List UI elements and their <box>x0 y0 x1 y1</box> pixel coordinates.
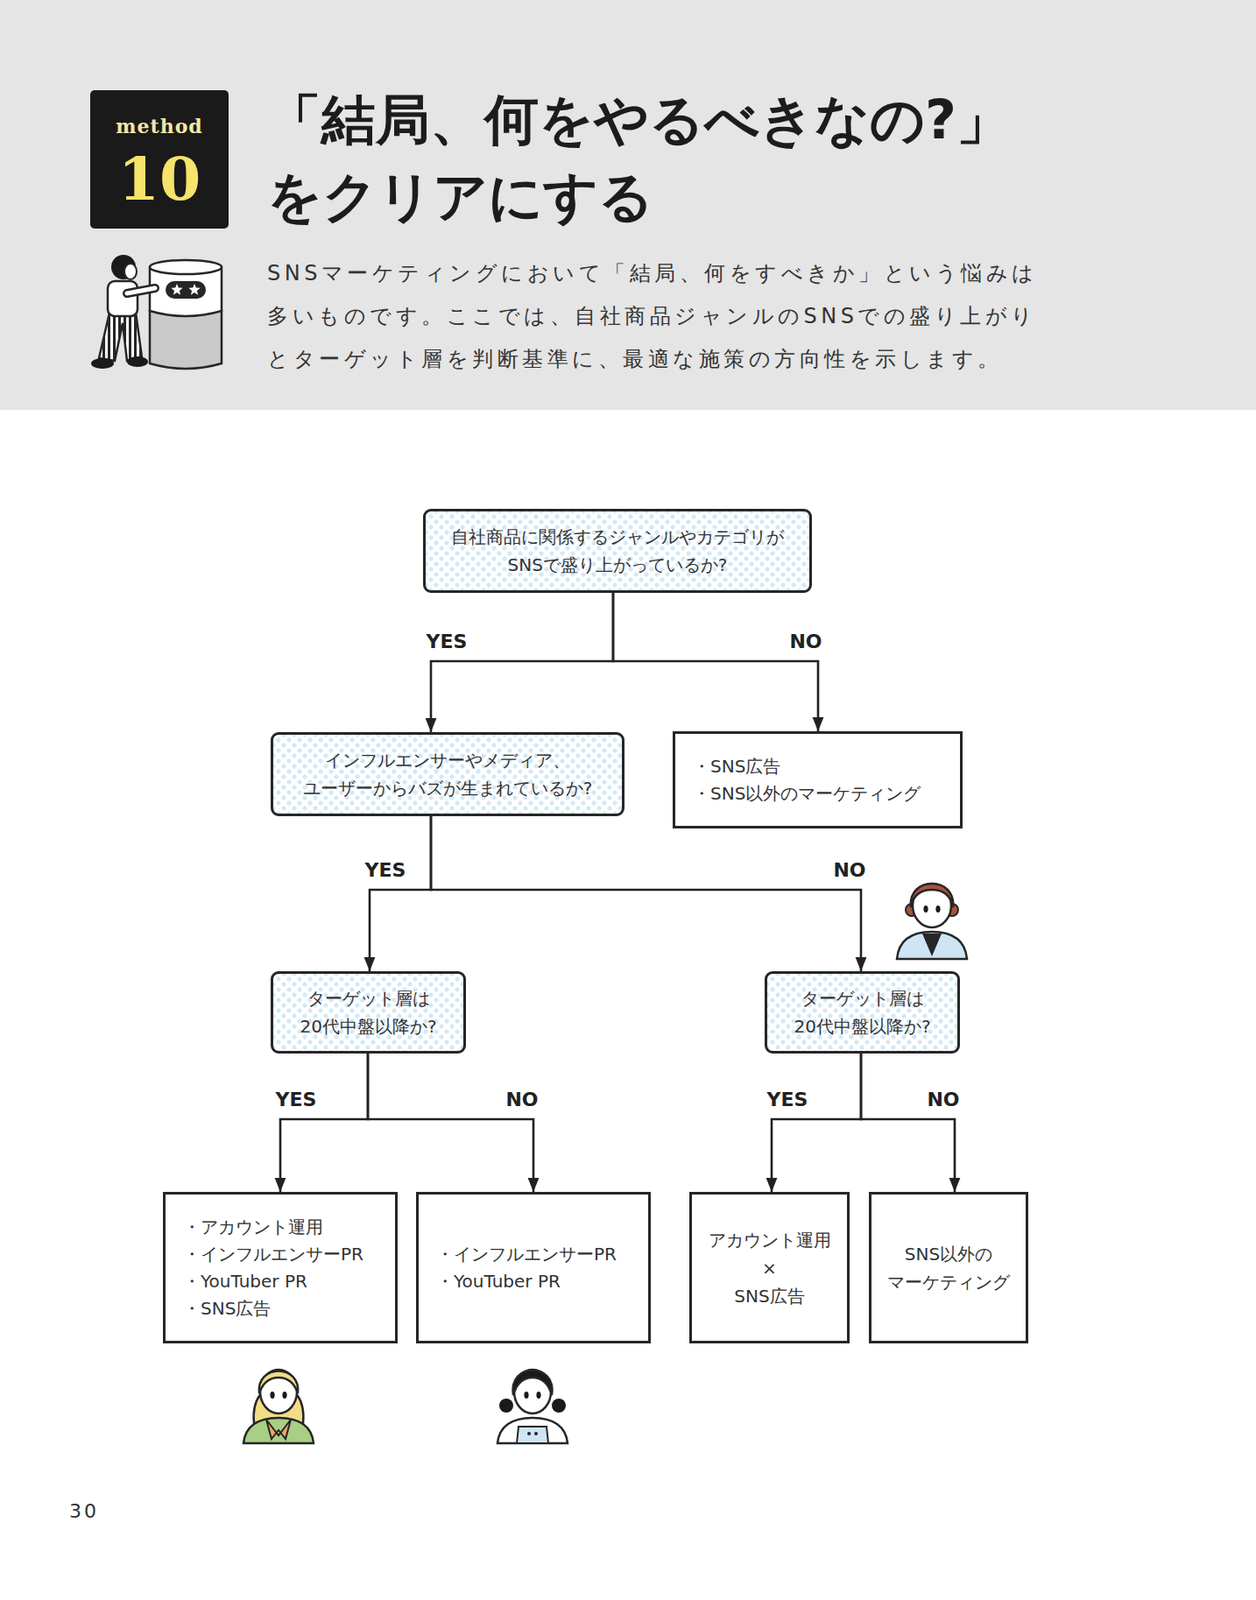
person-illustration-part <box>497 1418 568 1444</box>
result-box: ・アカウント運用・インフルエンサーPR・YouTuber PR・SNS広告 <box>162 1192 398 1344</box>
result-box: ・インフルエンサーPR・YouTuber PR <box>416 1192 651 1344</box>
person-illustration-part <box>269 1391 275 1399</box>
person-illustration-part <box>259 1371 298 1395</box>
flow-arrow <box>430 816 861 972</box>
list-item: ・YouTuber PR <box>436 1268 561 1296</box>
person-illustration-part <box>534 1432 538 1436</box>
person-illustration <box>896 883 967 960</box>
list-item: ・アカウント運用 <box>183 1213 324 1242</box>
decision-box: 自社商品に関係するジャンルやカテゴリが SNSで盛り上がっているか? <box>423 508 812 593</box>
branch-label: YES <box>767 1088 809 1112</box>
drum-pusher-illustration-part <box>107 281 138 317</box>
header-band <box>0 0 1256 410</box>
person-illustration-part <box>896 931 967 960</box>
branch-label: YES <box>275 1088 318 1112</box>
person-illustration-part <box>243 1418 314 1444</box>
result-box: ・SNS広告・SNS以外のマーケティング <box>672 731 963 829</box>
list-item: ・YouTuber PR <box>183 1268 308 1296</box>
branch-label: YES <box>365 859 407 883</box>
person-illustration-part <box>282 1391 287 1399</box>
node-text: ターゲット層は 20代中盤以降か? <box>280 984 457 1041</box>
person-illustration <box>243 1369 314 1444</box>
flow-arrow <box>369 816 431 972</box>
node-text: SNS以外の マーケティング <box>878 1240 1019 1297</box>
person-illustration-part <box>536 1391 541 1399</box>
person-illustration-part <box>513 1370 553 1397</box>
drum-pusher-illustration-part <box>149 310 222 369</box>
person-illustration-part <box>923 905 928 913</box>
branch-label: NO <box>505 1088 538 1112</box>
intro-text: SNSマーケティングにおいて「結局、何をすべきか」という悩みは多いものです。ここ… <box>267 252 1047 382</box>
person-illustration-part <box>499 1398 514 1413</box>
person-illustration-part <box>266 1419 291 1440</box>
node-text: インフルエンサーやメディア、 ユーザーからバズが生まれているか? <box>280 746 615 803</box>
flow-arrow <box>367 1053 534 1193</box>
flow-arrow <box>280 1053 368 1193</box>
flow-arrow <box>430 592 614 733</box>
drum-pusher-illustration-part <box>149 260 222 275</box>
drum-pusher-illustration-part <box>188 283 200 296</box>
person-illustration-part <box>516 1426 549 1444</box>
method-badge <box>90 90 229 229</box>
node-text: アカウント運用 × SNS広告 <box>698 1226 840 1311</box>
person-illustration-part <box>910 883 953 908</box>
flow-arrow <box>613 592 819 732</box>
person-illustration-part <box>523 1391 529 1399</box>
list-item: ・インフルエンサーPR <box>183 1241 364 1269</box>
drum-pusher-illustration-part <box>165 281 206 299</box>
drum-pusher-illustration-part <box>170 283 183 296</box>
list-item: ・インフルエンサーPR <box>436 1241 617 1269</box>
person-illustration-part <box>922 933 942 957</box>
flow-arrow <box>771 1053 861 1193</box>
list-item: ・SNS広告 <box>692 753 781 781</box>
branch-label: NO <box>832 859 866 883</box>
decision-box: インフルエンサーやメディア、 ユーザーからバズが生まれているか? <box>270 732 625 817</box>
drum-pusher-illustration-part <box>127 288 156 294</box>
decision-box: ターゲット層は 20代中盤以降か? <box>270 971 466 1054</box>
branch-label: NO <box>789 630 822 654</box>
branch-label: NO <box>926 1088 960 1112</box>
connector-group <box>280 592 955 1193</box>
decision-box: ターゲット層は 20代中盤以降か? <box>764 971 960 1054</box>
drum-pusher-illustration-part <box>111 254 136 280</box>
badge-number: 10 <box>90 141 229 216</box>
drum-pusher-illustration-part <box>98 312 142 361</box>
branch-label: YES <box>426 630 468 654</box>
page-title: 「結局、何をやるべきなの?」 をクリアにする <box>267 81 1144 236</box>
person-illustration-part <box>935 905 940 913</box>
badge-word: method <box>90 113 229 139</box>
person-illustration-part <box>551 1398 566 1413</box>
drum-pusher-illustration-part <box>124 263 137 280</box>
drum-pusher-illustration-part <box>127 356 149 367</box>
drum-pusher-illustration-part <box>91 358 114 369</box>
drum-pusher-illustration <box>91 254 222 369</box>
list-item: ・SNS以外のマーケティング <box>692 780 921 808</box>
list-item: ・SNS広告 <box>183 1295 271 1323</box>
node-text: ターゲット層は 20代中盤以降か? <box>774 984 951 1041</box>
flow-arrow <box>860 1053 955 1193</box>
node-text: 自社商品に関係するジャンルやカテゴリが SNSで盛り上がっているか? <box>432 522 803 579</box>
result-box: SNS以外の マーケティング <box>868 1192 1029 1344</box>
drum-pusher-illustration-part <box>127 288 156 294</box>
page-number: 30 <box>69 1499 99 1525</box>
result-box: アカウント運用 × SNS広告 <box>689 1192 850 1344</box>
person-illustration-part <box>527 1432 531 1436</box>
person-illustration <box>497 1369 568 1444</box>
